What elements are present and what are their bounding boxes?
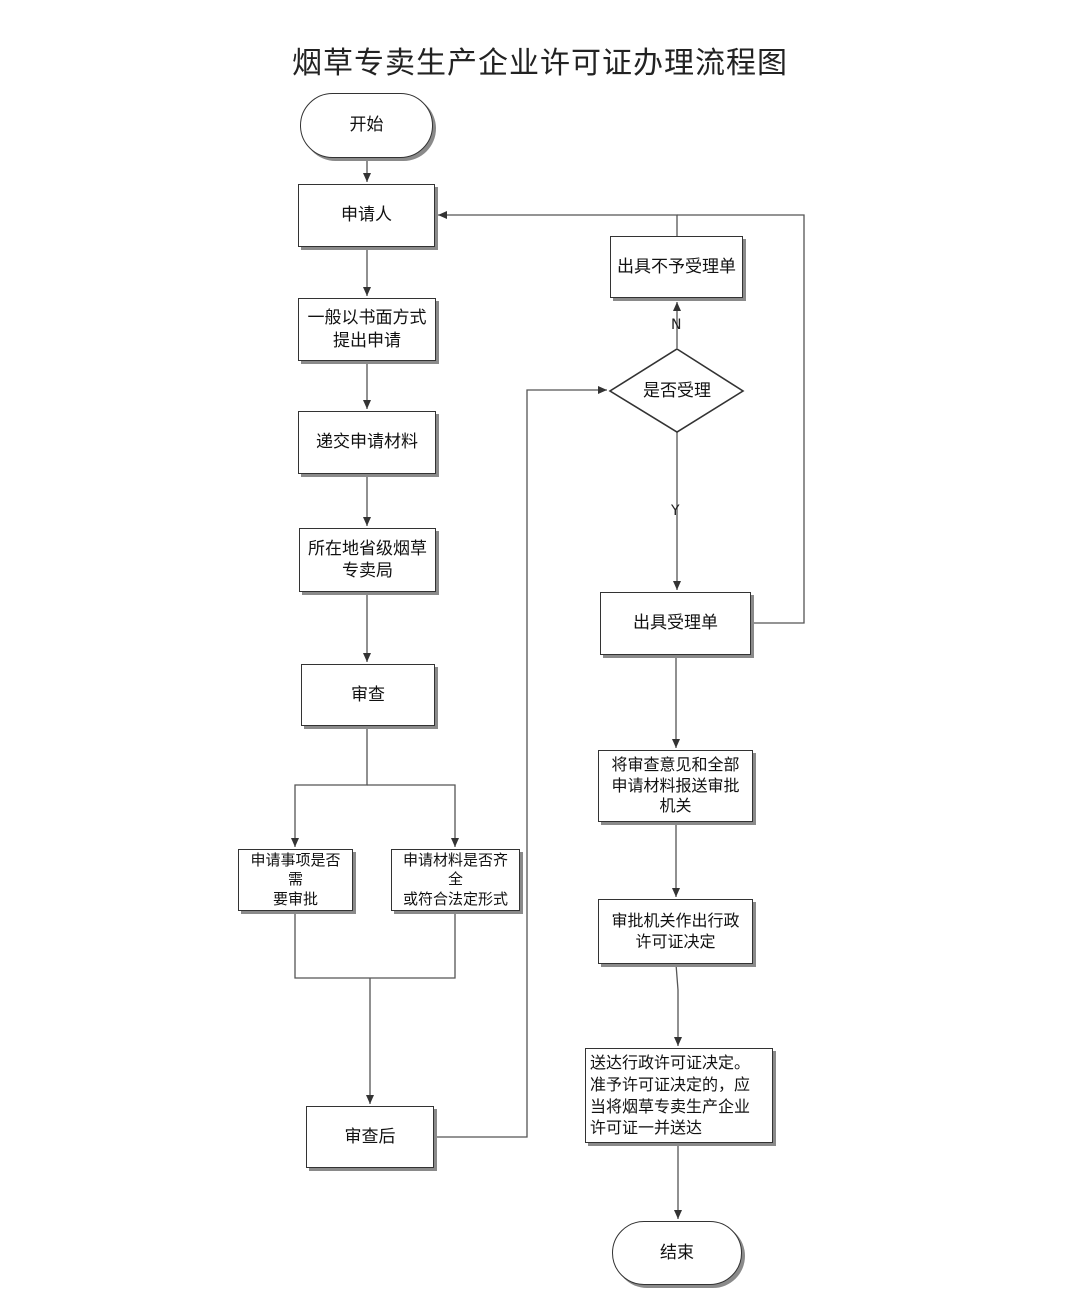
connector-reject-to-applicant bbox=[438, 211, 678, 236]
decision-diamond bbox=[608, 348, 745, 433]
authority-decision-box: 审批机关作出行政 许可证决定 bbox=[598, 899, 753, 964]
written-application-box: 一般以书面方式 提出申请 bbox=[298, 298, 436, 361]
branch-label-yes: Y bbox=[671, 503, 680, 519]
connector-merge-left bbox=[294, 911, 456, 979]
page-title: 烟草专卖生产企业许可证办理流程图 bbox=[292, 46, 788, 81]
arrow-authority-to-deliver bbox=[674, 963, 682, 1046]
start-terminal: 开始 bbox=[300, 93, 433, 158]
accept-notice-box: 出具受理单 bbox=[600, 592, 751, 655]
connector-review-split-right bbox=[367, 784, 459, 847]
send-to-authority-box: 将审查意见和全部 申请材料报送审批 机关 bbox=[598, 750, 753, 822]
materials-complete-box: 申请材料是否齐全 或符合法定形式 bbox=[391, 849, 520, 911]
applicant-box: 申请人 bbox=[298, 184, 435, 247]
needs-approval-box: 申请事项是否需 要审批 bbox=[238, 849, 353, 911]
deliver-decision-box: 送达行政许可证决定。 准予许可证决定的，应 当将烟草专卖生产企业 许可证一并送达 bbox=[585, 1048, 773, 1143]
after-review-box: 审查后 bbox=[306, 1106, 434, 1168]
connector-review-split bbox=[291, 726, 368, 847]
branch-label-no: N bbox=[671, 317, 682, 333]
reject-notice-box: 出具不予受理单 bbox=[610, 236, 743, 298]
connector-accept-loop bbox=[677, 214, 805, 624]
end-terminal: 结束 bbox=[612, 1221, 742, 1285]
decision-label: 是否受理 bbox=[643, 380, 711, 401]
provincial-bureau-box: 所在地省级烟草 专卖局 bbox=[299, 528, 436, 592]
connector-after-review-to-decision bbox=[434, 386, 607, 1138]
submit-materials-box: 递交申请材料 bbox=[298, 411, 436, 474]
review-box: 审查 bbox=[301, 664, 435, 726]
